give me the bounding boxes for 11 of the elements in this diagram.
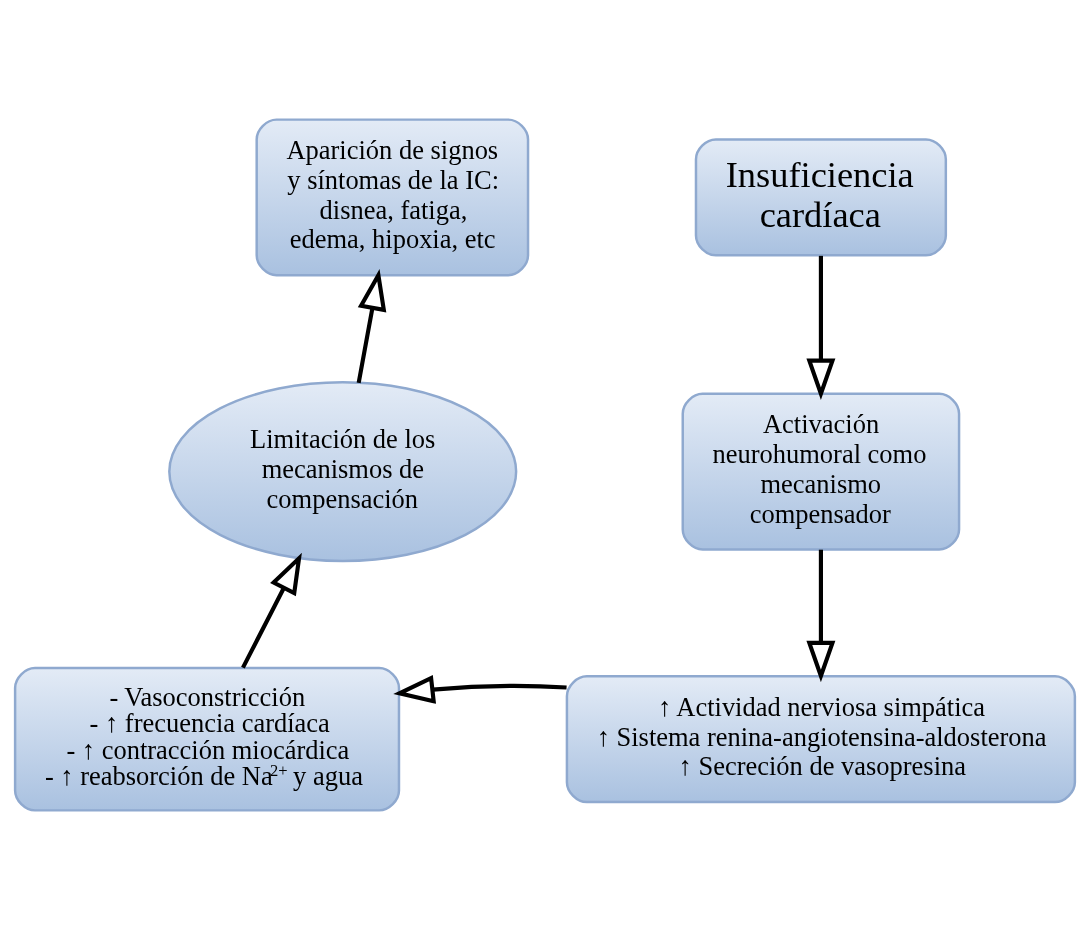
arrow bbox=[806, 549, 836, 683]
node-box: Insuficiencia cardíaca bbox=[694, 138, 948, 257]
arrow bbox=[393, 675, 567, 704]
arrow bbox=[241, 552, 302, 669]
node-box: Aparición de signos y síntomas de la IC: disnea, fatiga, edema, hipoxia, etc bbox=[255, 118, 530, 277]
node-box: ↑ Actividad nerviosa simpática ↑ Sistema renina-angiotensina-aldosterona ↑ Secreción de vasopresina bbox=[565, 675, 1077, 804]
node-box: - Vasoconstricción - ↑ frecuencia cardíaca - ↑ contracción miocárdica - ↑ reabsorción de Na$^{2+}$ y agua bbox=[13, 666, 401, 812]
arrow bbox=[806, 255, 836, 400]
arrow bbox=[356, 269, 387, 384]
node-box: Activación neurohumoral como mecanismo compensador bbox=[681, 392, 961, 551]
node-ellipse: Limitación de los mecanismos de compensación bbox=[168, 381, 518, 563]
